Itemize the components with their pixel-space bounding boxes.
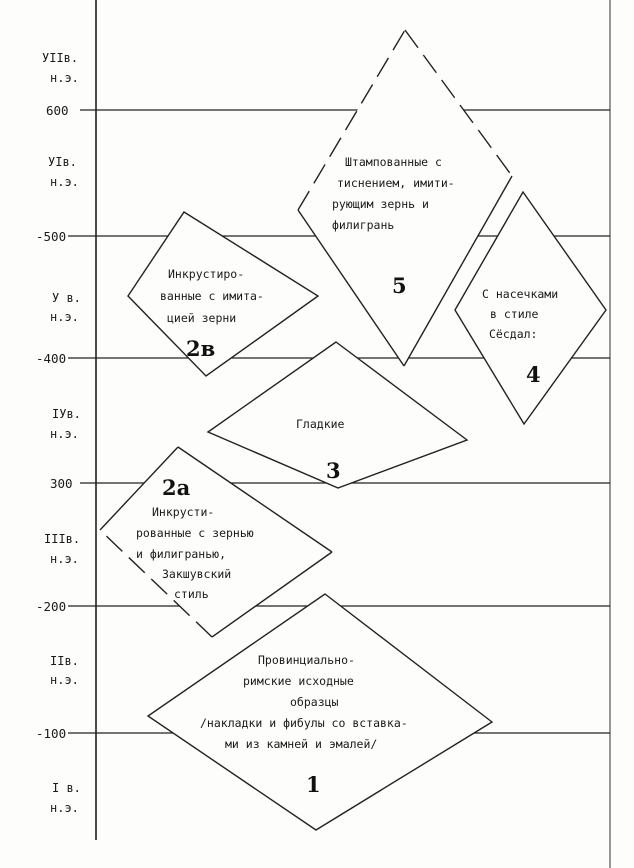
group-4-line3: Сёсдал:	[489, 327, 537, 341]
group-4-line2: в стиле	[490, 307, 539, 321]
group-1-line3: образцы	[290, 695, 339, 709]
year-label-200: -200	[36, 599, 66, 614]
group-2a-label: Инкрусти- рованные с зернью и филигранью…	[136, 505, 254, 601]
century-7-line1: УIIв.	[42, 51, 78, 65]
year-label-400: -400	[36, 351, 66, 366]
group-2a-number: 2а	[162, 475, 191, 500]
group-2a-line2: рованные с зернью	[136, 526, 254, 540]
century-3-line2: н.э.	[50, 552, 79, 566]
century-1-line1: I в.	[52, 781, 81, 795]
group-2b-line3: цией зерни	[167, 311, 236, 325]
group-5-number: 5	[392, 273, 407, 298]
group-2b-line2: ванные с имита-	[160, 289, 264, 303]
group-1-line5: ми из камней и эмалей/	[225, 737, 377, 751]
century-3-line1: IIIв.	[44, 532, 80, 546]
group-2a-line4: Закшувский	[162, 567, 231, 581]
century-5-line1: У в.	[52, 291, 81, 305]
year-label-300: 300	[50, 476, 73, 491]
group-2b-line1: Инкрустиро-	[168, 267, 244, 281]
century-2-line1: IIв.	[50, 654, 79, 668]
group-1-label: Провинциально- римские исходные образцы …	[200, 653, 408, 751]
group-5-line4: филигрань	[332, 218, 394, 232]
group-4-diamond	[454, 190, 607, 426]
century-7-line2: н.э.	[50, 71, 79, 85]
year-label-100: -100	[36, 726, 66, 741]
century-6-line2: н.э.	[50, 175, 79, 189]
group-5-line1: Штампованные с	[345, 155, 442, 169]
year-label-500: -500	[36, 229, 66, 244]
group-1-number: 1	[306, 772, 321, 797]
group-4-label: С насечками в стиле Сёсдал:	[482, 287, 558, 341]
group-5-label: Штампованные с тиснением, имити- рующим …	[332, 155, 455, 232]
century-6-line1: УIв.	[48, 155, 77, 169]
century-2-line2: н.э.	[50, 673, 79, 687]
group-2b-diamond	[127, 211, 320, 377]
group-2a-diamond	[99, 446, 333, 638]
group-1-line2: римские исходные	[243, 674, 354, 688]
century-5-line2: н.э.	[50, 310, 79, 324]
century-4-line1: IУв.	[52, 407, 81, 421]
group-5-diamond	[297, 29, 513, 367]
century-4-line2: н.э.	[50, 427, 79, 441]
group-2a-line5: стиль	[174, 587, 209, 601]
century-1-line2: н.э.	[50, 801, 79, 815]
group-4-line1: С насечками	[482, 287, 558, 301]
group-5-line2: тиснением, имити-	[337, 176, 455, 190]
group-1-line1: Провинциально-	[258, 653, 355, 667]
group-3-line1: Гладкие	[296, 417, 345, 431]
group-1-diamond	[146, 593, 494, 831]
group-5-line3: рующим зернь и	[332, 197, 429, 211]
group-3-diamond	[206, 341, 469, 489]
group-4-number: 4	[526, 362, 541, 387]
group-2b-number: 2в	[186, 336, 215, 361]
group-2a-line3: и филигранью,	[136, 547, 226, 561]
group-2b-label: Инкрустиро- ванные с имита- цией зерни	[160, 267, 264, 325]
group-1-line4: /накладки и фибулы со вставка-	[200, 716, 408, 730]
year-label-600: 600	[46, 103, 69, 118]
group-3-number: 3	[326, 458, 341, 483]
group-2a-line1: Инкрусти-	[152, 505, 214, 519]
